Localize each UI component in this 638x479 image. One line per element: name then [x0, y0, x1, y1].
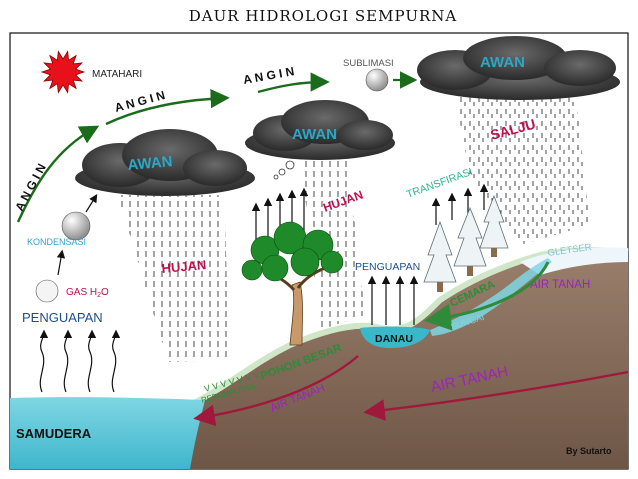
glacier: [520, 247, 628, 275]
cloud-mid: [245, 100, 395, 180]
label-awan-right: AWAN: [480, 54, 525, 71]
label-gas-sub: 2: [97, 292, 101, 299]
label-matahari: MATAHARI: [92, 69, 142, 80]
wind-arrow-2: [105, 89, 230, 126]
conifer-transpiration-arrows: [431, 183, 489, 225]
cloud-left: [75, 129, 255, 196]
label-penguapan-sea: PENGUAPAN: [22, 310, 103, 325]
label-gas-end: O: [101, 287, 109, 298]
label-awan-mid: AWAN: [292, 126, 337, 143]
sublimation-ball: [365, 68, 389, 92]
condensation-ball: [61, 211, 91, 241]
label-air-tanah-right: AIR TANAH: [530, 279, 590, 291]
cloud-right: [417, 36, 620, 100]
label-danau: DANAU: [375, 333, 413, 345]
label-gas: GAS H2O: [66, 287, 109, 299]
groundwater-arrow-big: [363, 370, 629, 421]
condensation-arrow: [85, 193, 98, 213]
river: [430, 258, 552, 336]
rain-left: [118, 195, 228, 362]
rain-mid: [300, 140, 365, 330]
label-penguapan-lake: PENGUAPAN: [355, 261, 420, 273]
label-samudera: SAMUDERA: [16, 426, 92, 441]
snow-right: [455, 88, 590, 245]
land-slope: [190, 250, 628, 469]
sun-icon: [40, 50, 86, 94]
label-sublimasi: SUBLIMASI: [343, 58, 394, 69]
gas-to-condensation-arrow: [56, 249, 66, 276]
wind-arrow-1: [16, 125, 100, 223]
label-awan-left: AWAN: [127, 153, 173, 174]
gas-h2o-ball: [35, 279, 59, 303]
label-kondensasi: KONDENSASI: [27, 237, 86, 247]
groundwater-arrow-low: [193, 355, 359, 427]
sea: [10, 397, 205, 469]
lake: [360, 326, 430, 348]
label-hujan-left: HUJAN: [161, 257, 207, 276]
diagram-title: DAUR HIDROLOGI SEMPURNA: [189, 7, 457, 25]
label-gas-main: GAS H: [66, 287, 97, 298]
author-credit: By Sutarto: [566, 446, 612, 456]
river-flow-arrow: [424, 261, 550, 331]
big-tree: [241, 221, 344, 346]
wind-arrow-3: [257, 72, 330, 94]
conifer-trees: [423, 194, 509, 292]
lake-evaporation-arrows: [367, 275, 419, 325]
sea-evaporation-arrows: [39, 329, 121, 393]
